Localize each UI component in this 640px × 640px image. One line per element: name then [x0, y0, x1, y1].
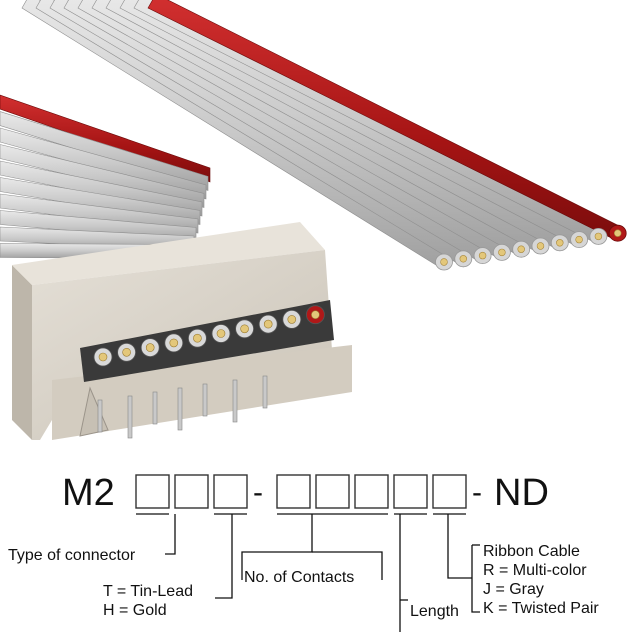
wire-core: [613, 229, 622, 237]
wire-core: [536, 242, 545, 250]
connector-top: [12, 222, 325, 285]
bracket-cable-side: [471, 545, 480, 613]
leader-contacts-left: [241, 514, 313, 580]
wire-core: [594, 232, 603, 241]
contact-pin: [145, 343, 155, 352]
wire-core: [459, 255, 467, 263]
wire-core: [575, 235, 583, 244]
wire-core: [517, 245, 525, 253]
leader-plating: [215, 514, 233, 599]
connector-pin: [232, 379, 238, 423]
part-separator: -: [472, 476, 482, 509]
wire-gray: [0, 127, 207, 200]
contact-pin: [311, 310, 320, 320]
code-box: [276, 474, 311, 509]
label-gold: H = Gold: [103, 602, 167, 619]
contact-pin: [287, 315, 297, 324]
wire-core: [478, 251, 487, 260]
contact-pin: [122, 347, 131, 357]
code-box: [174, 474, 209, 509]
label-cable-gray: J = Gray: [483, 581, 544, 598]
wire-red-stripe: [0, 94, 211, 183]
leader-connector: [165, 514, 176, 555]
contact-pin: [240, 324, 249, 334]
ribbon-cable-left: [0, 94, 211, 259]
connector-pins: [97, 375, 268, 439]
connector-pin: [202, 383, 208, 417]
connector-pin: [177, 387, 183, 431]
contact-pin: [169, 338, 179, 348]
connector-pin: [127, 395, 133, 439]
part-number: M2 - - ND: [62, 472, 549, 514]
contact-pin: [263, 319, 273, 329]
connector-pin: [152, 391, 158, 425]
wire-gray: [0, 111, 209, 191]
code-box: [432, 474, 467, 509]
ribbon-cable-right: [21, 0, 627, 271]
label-length: Length: [410, 603, 459, 620]
code-box: [135, 474, 170, 509]
wire-core: [556, 239, 564, 247]
label-cable-title: Ribbon Cable: [483, 543, 580, 560]
label-contacts: No. of Contacts: [244, 569, 354, 586]
callout-labels: Type of connector T = Tin-Lead H = Gold …: [8, 543, 599, 620]
part-prefix: M2: [62, 472, 115, 514]
code-box: [213, 474, 248, 509]
label-cable-twisted: K = Twisted Pair: [483, 600, 599, 617]
part-suffix: ND: [494, 472, 549, 514]
leader-lines: [136, 513, 480, 632]
connector-side: [12, 265, 32, 440]
connector-skirt: [52, 345, 352, 440]
connector-pin: [262, 375, 268, 409]
contact-pin: [193, 333, 202, 343]
connector-contacts: [93, 305, 325, 367]
code-box: [354, 474, 389, 509]
contact-pin: [216, 329, 226, 338]
wire-core: [440, 258, 448, 266]
leader-contacts-right: [312, 551, 383, 580]
part-separator: -: [253, 476, 263, 509]
leader-cable: [447, 514, 472, 579]
idc-connector: [12, 222, 352, 440]
label-cable-multicolor: R = Multi-color: [483, 562, 587, 579]
label-tin-lead: T = Tin-Lead: [103, 583, 193, 600]
label-connector-type: Type of connector: [8, 547, 136, 564]
wire-core: [498, 248, 506, 257]
connector-pin: [97, 399, 103, 433]
code-box: [393, 474, 428, 509]
code-box: [315, 474, 350, 509]
contact-pin: [98, 352, 108, 362]
